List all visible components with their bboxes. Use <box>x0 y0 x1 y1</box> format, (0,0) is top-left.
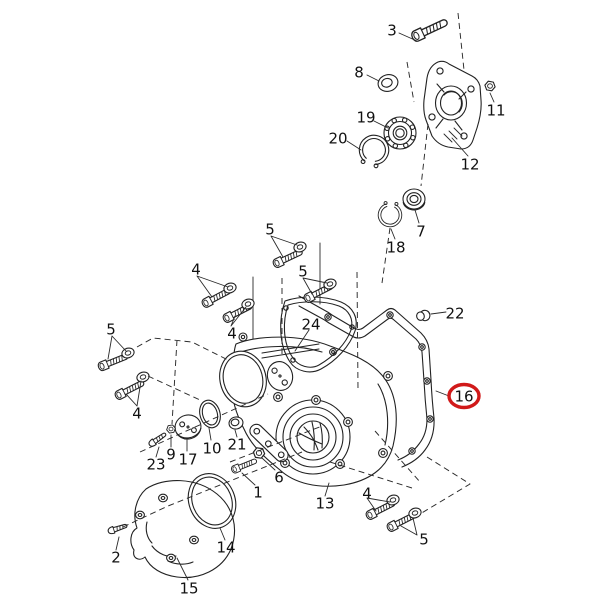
part-bearing-housing-12 <box>423 60 482 150</box>
part-callout-3: 3 <box>387 22 397 40</box>
part-oring-14 <box>187 473 237 529</box>
part-callout-4: 4 <box>132 405 142 423</box>
part-callout-10: 10 <box>202 440 221 458</box>
part-callout-5: 5 <box>419 531 429 549</box>
part-plug-22 <box>416 309 431 322</box>
part-callout-15: 15 <box>179 580 198 598</box>
part-callout-13: 13 <box>315 495 334 513</box>
part-callout-7: 7 <box>416 223 426 241</box>
part-nut-9 <box>165 424 177 434</box>
cover-clutch-boss <box>275 399 351 475</box>
part-callout-6: 6 <box>274 469 284 487</box>
part-callout-23: 23 <box>146 456 165 474</box>
part-callout-11: 11 <box>486 102 505 120</box>
part-callout-1: 1 <box>253 484 263 502</box>
part-bearing-7 <box>402 188 426 211</box>
part-derby-cover-15 <box>130 480 236 579</box>
part-callout-5: 5 <box>298 263 308 281</box>
part-callout-24: 24 <box>301 316 320 334</box>
gasket-bolt-holes <box>324 311 434 455</box>
cover-bracket-strip <box>249 423 289 463</box>
part-gasket-24 <box>280 296 357 373</box>
part-screw-23 <box>147 430 168 449</box>
cover-inspection-plate <box>266 361 294 391</box>
part-callout-14: 14 <box>216 539 235 557</box>
part-callout-4: 4 <box>227 325 237 343</box>
cover-front-opening <box>219 350 267 408</box>
part-nut-11 <box>483 80 497 92</box>
part-callout-18: 18 <box>386 239 405 257</box>
part-callout-17: 17 <box>178 451 197 469</box>
highlight-oval <box>447 382 481 410</box>
part-cover-plate-17 <box>174 414 202 440</box>
part-spacer-8 <box>377 74 399 92</box>
part-callout-4: 4 <box>191 261 201 279</box>
leader-lines <box>107 32 495 581</box>
dashed-assembly-lines <box>122 12 471 528</box>
part-bearing-19 <box>383 116 417 150</box>
part-screw-2 <box>106 521 129 536</box>
part-callout-4: 4 <box>362 485 372 503</box>
part-callout-20: 20 <box>328 130 347 148</box>
part-callout-5: 5 <box>106 321 116 339</box>
part-retaining-ring-18 <box>377 201 403 228</box>
part-callout-22: 22 <box>445 305 464 323</box>
part-callout-9: 9 <box>166 446 176 464</box>
part-hex-bolt-3 <box>409 16 450 44</box>
part-callout-8: 8 <box>354 64 364 82</box>
part-callout-16: 16 <box>454 388 473 406</box>
part-callout-2: 2 <box>111 549 121 567</box>
part-primary-cover-13 <box>219 332 397 487</box>
part-oring-10 <box>199 399 221 429</box>
part-gasket-16 <box>298 295 435 468</box>
part-retaining-ring-20 <box>358 134 390 169</box>
part-spacer-21 <box>228 416 244 430</box>
part-callout-5: 5 <box>265 221 275 239</box>
part-callout-19: 19 <box>356 109 375 127</box>
part-callout-21: 21 <box>227 436 246 454</box>
part-callout-12: 12 <box>460 156 479 174</box>
